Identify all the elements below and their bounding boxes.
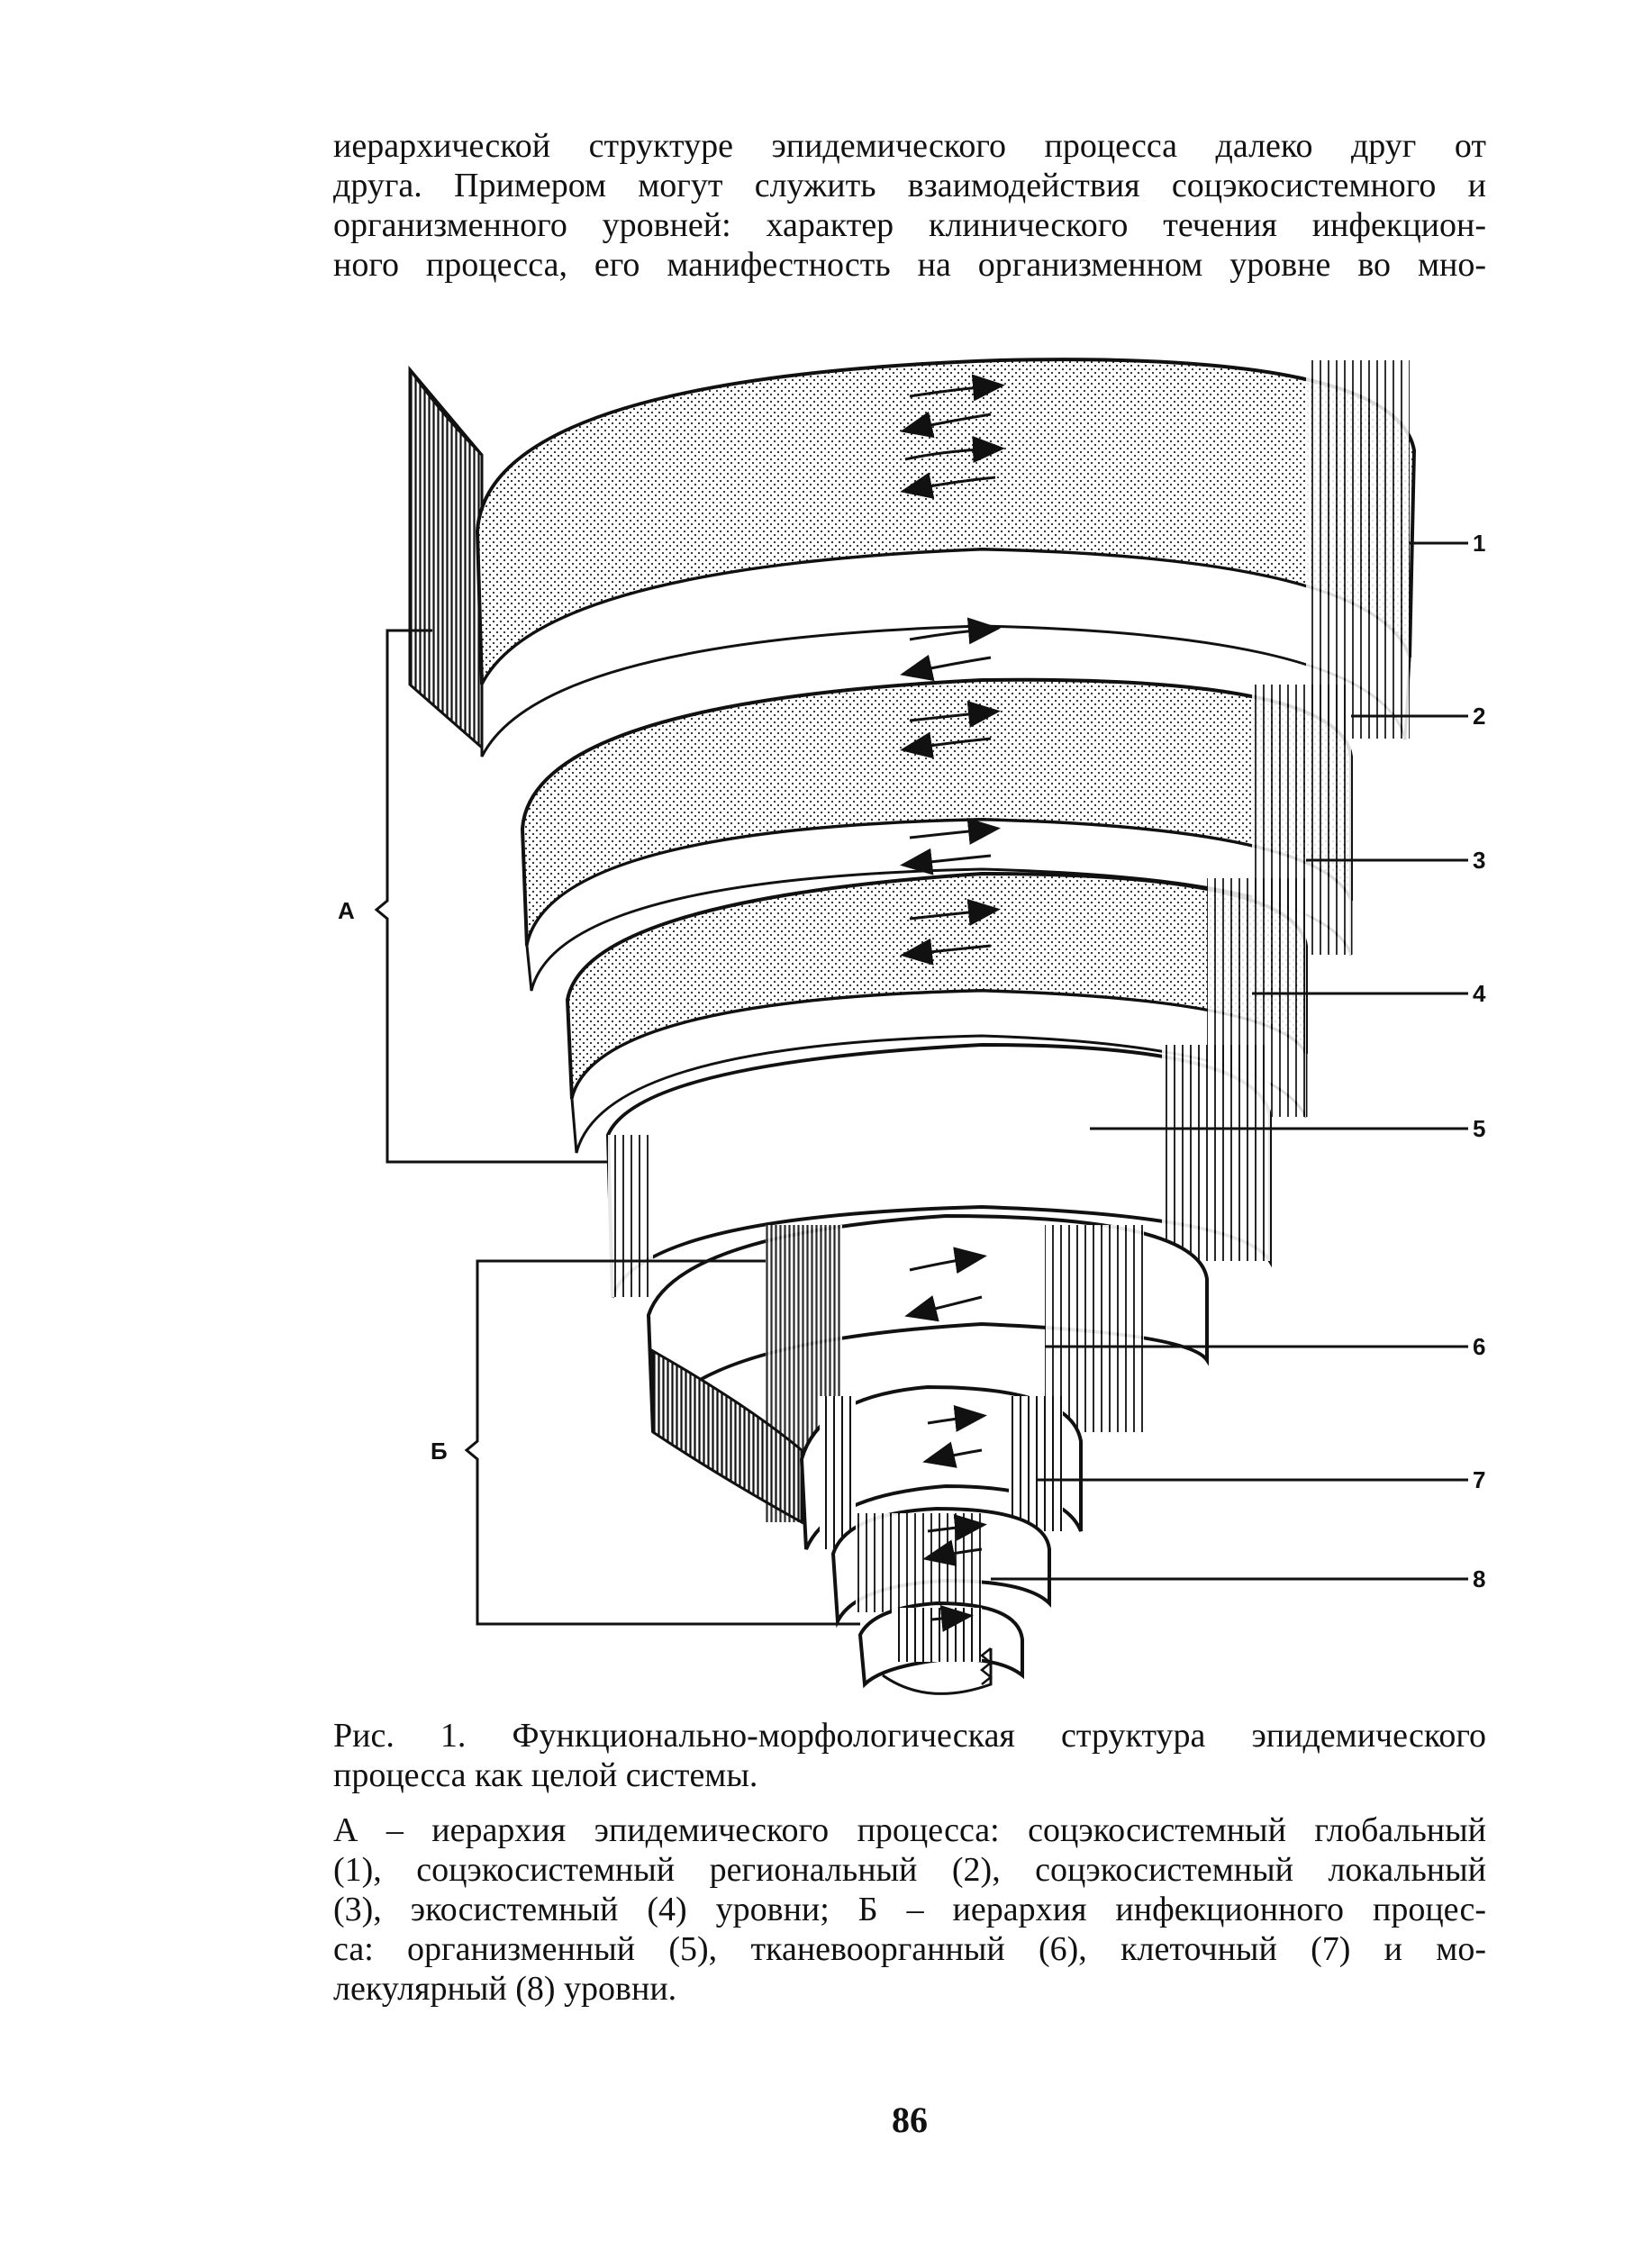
level-label-6: 6 xyxy=(1473,1333,1485,1360)
level-label-5: 5 xyxy=(1473,1115,1485,1142)
level-label-8: 8 xyxy=(1473,1565,1485,1592)
caption-legend-line: (1), соцэкосистемный региональный (2), с… xyxy=(333,1851,1486,1889)
group-b-bracket xyxy=(464,1259,860,1626)
caption-legend-line: (3), экосистемный (4) уровни; Б – иерарх… xyxy=(333,1891,1486,1928)
group-b-label: Б xyxy=(431,1438,448,1465)
level-label-1: 1 xyxy=(1473,530,1485,557)
spiral-drawing: 1 2 3 4 5 6 7 8 А Б xyxy=(338,358,1486,1695)
text-line: иерархической структуре эпидемического п… xyxy=(333,127,1486,165)
text-line: организменного уровней: характер клиниче… xyxy=(333,206,1486,244)
text-line: друга. Примером могут служить взаимодейс… xyxy=(333,167,1486,204)
band-level-6 xyxy=(799,1384,1083,1550)
level-label-4: 4 xyxy=(1473,980,1486,1007)
hierarchy-spiral-figure: 1 2 3 4 5 6 7 8 А Б xyxy=(297,324,1522,1711)
body-paragraph: иерархической структуре эпидемического п… xyxy=(333,126,1486,285)
band-level-8 xyxy=(857,1601,1024,1695)
figure-caption-legend: А – иерархия эпидемического процесса: со… xyxy=(333,1810,1486,2009)
caption-legend-line: са: организменный (5), тканевоорганный (… xyxy=(333,1930,1486,1968)
group-a-label: А xyxy=(338,897,355,924)
caption-title-line: Рис. 1. Функционально-морфологическая ст… xyxy=(333,1717,1486,1755)
caption-legend-line: лекулярный (8) уровни. xyxy=(333,1970,677,2008)
band-level-1 xyxy=(475,358,1417,758)
caption-legend-line: А – иерархия эпидемического процесса: со… xyxy=(333,1811,1486,1849)
band-level-3 xyxy=(565,871,1308,1154)
group-a-bracket xyxy=(374,629,608,1164)
band-level-5 xyxy=(646,1213,1209,1525)
level-label-2: 2 xyxy=(1473,703,1485,730)
outer-strip-tail xyxy=(408,365,484,751)
text-line: ного процесса, его манифестность на орга… xyxy=(333,246,1486,284)
level-leader-lines xyxy=(991,541,1468,1581)
circulation-arrows xyxy=(900,374,1005,1632)
figure-caption-title: Рис. 1. Функционально-морфологическая ст… xyxy=(333,1716,1486,1795)
page-number: 86 xyxy=(892,2100,928,2140)
caption-title-line: процесса как целой системы. xyxy=(333,1756,758,1794)
level-label-3: 3 xyxy=(1473,847,1485,874)
level-label-7: 7 xyxy=(1473,1466,1485,1493)
band-level-4 xyxy=(605,1042,1272,1298)
